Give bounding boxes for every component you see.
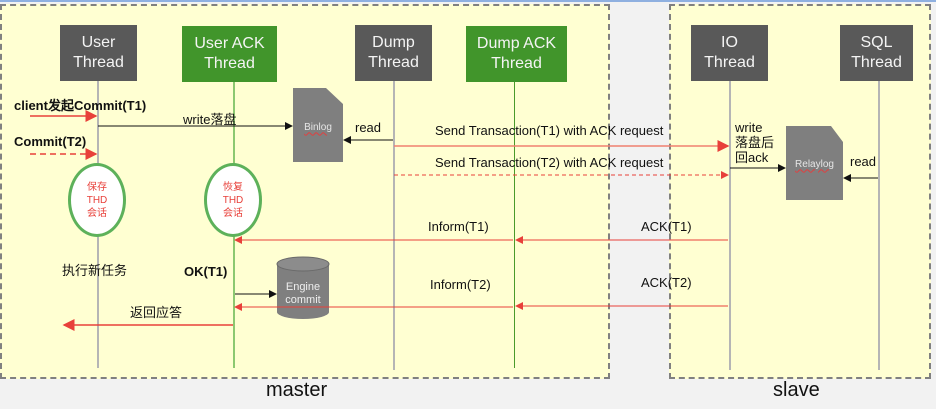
sql-thread-box: SQL Thread	[840, 25, 913, 81]
inform-t2-label: Inform(T2)	[430, 277, 491, 292]
save-thd-session-oval: 保存 THD 会话	[68, 163, 126, 237]
dump-ack-thread-lifeline	[514, 81, 515, 368]
dump-ack-thread-box: Dump ACK Thread	[466, 26, 567, 82]
dump-thread-lifeline	[393, 80, 395, 370]
sql-thread-lifeline	[878, 80, 880, 370]
engine-commit-cylinder	[276, 256, 330, 319]
exec-new-task-label: 执行新任务	[62, 263, 128, 278]
send-t1-label: Send Transaction(T1) with ACK request	[435, 123, 664, 138]
write-relay-label: write 落盘后 回ack	[735, 120, 775, 165]
io-thread-box: IO Thread	[691, 25, 768, 81]
ack-t2-label: ACK(T2)	[641, 275, 692, 290]
window-top-border	[0, 0, 936, 2]
binlog-document: Binlog	[304, 121, 332, 133]
send-t2-label: Send Transaction(T2) with ACK request	[435, 155, 664, 170]
slave-label: slave	[773, 379, 820, 401]
read-binlog-label: read	[355, 120, 382, 135]
client-commit-t1-label: client发起Commit(T1)	[14, 98, 147, 113]
commit-t2-label: Commit(T2)	[14, 134, 87, 149]
inform-t1-label: Inform(T1)	[428, 219, 489, 234]
dump-thread-box: Dump Thread	[355, 25, 432, 81]
binlog-shape	[293, 88, 343, 162]
relaylog-document: Relaylog	[795, 158, 834, 170]
io-thread-lifeline	[729, 80, 731, 370]
engine-commit-label: Engine commit	[285, 281, 321, 306]
return-reply-label: 返回应答	[130, 305, 183, 320]
read-relay-label: read	[850, 154, 877, 169]
user-thread-box: User Thread	[60, 25, 137, 81]
master-label: master	[266, 379, 328, 401]
restore-thd-session-oval: 恢复 THD 会话	[204, 163, 262, 237]
relaylog-shape	[786, 126, 843, 200]
ack-t1-label: ACK(T1)	[641, 219, 692, 234]
user-ack-thread-box: User ACK Thread	[182, 26, 277, 82]
ok-t1-label: OK(T1)	[184, 264, 228, 279]
write-flush-label: write落盘	[183, 112, 237, 127]
